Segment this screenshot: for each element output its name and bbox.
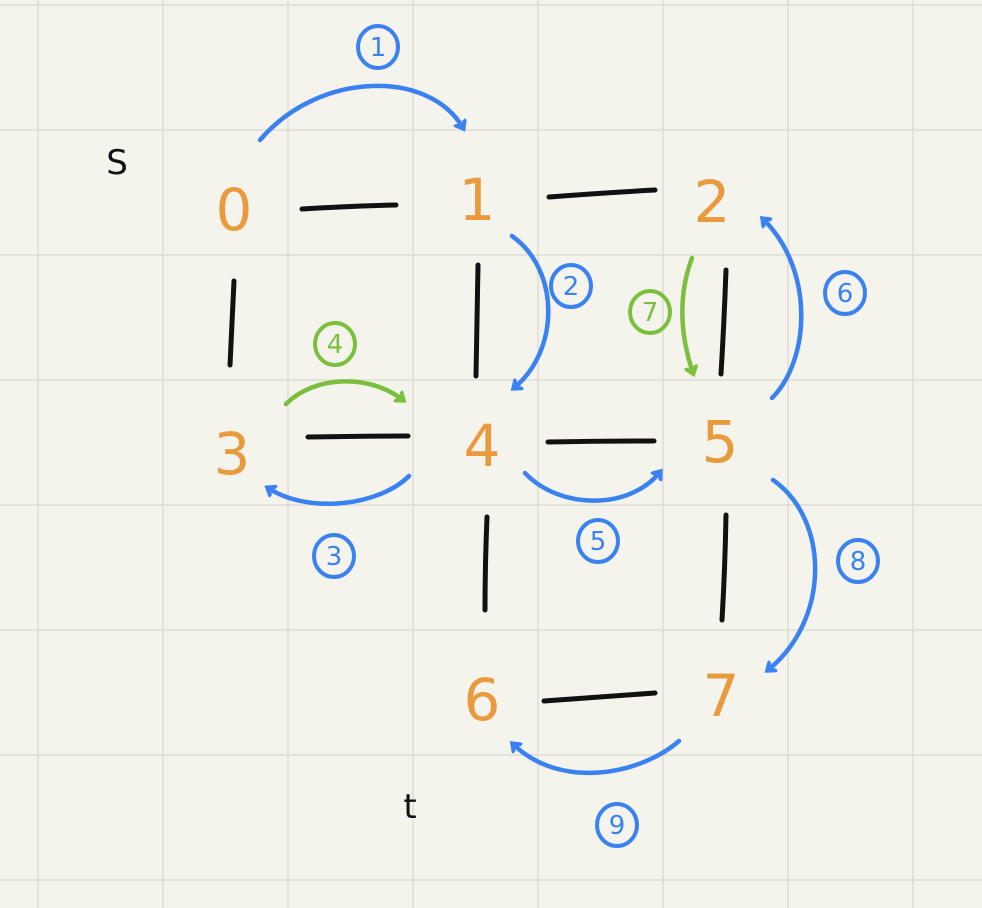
edge-4-6 bbox=[482, 514, 490, 613]
step-7-circle bbox=[628, 289, 672, 335]
step-8-circle bbox=[836, 538, 880, 584]
step-7-badge: 7 bbox=[628, 289, 672, 335]
step-9-badge: 9 bbox=[595, 802, 639, 848]
step-6-circle bbox=[823, 270, 867, 316]
node-2-label: 2 bbox=[694, 168, 731, 236]
edge-0-1 bbox=[299, 202, 399, 212]
step-6-badge: 6 bbox=[823, 270, 867, 316]
step-1-badge: 1 bbox=[356, 24, 400, 70]
step-2-circle bbox=[549, 263, 593, 309]
step-4-arrow bbox=[283, 379, 403, 407]
edge-2-5 bbox=[718, 267, 729, 377]
step-1-arrow bbox=[257, 83, 463, 143]
step-2-badge: 2 bbox=[549, 263, 593, 309]
source-label: S bbox=[106, 143, 128, 183]
step-3-circle bbox=[312, 533, 356, 579]
edge-3-4 bbox=[305, 433, 411, 440]
node-6-label: 6 bbox=[464, 666, 501, 734]
node-0-label: 0 bbox=[216, 176, 253, 244]
step-2-number: 2 bbox=[563, 272, 580, 302]
edge-1-4 bbox=[473, 262, 481, 379]
target-label: t bbox=[403, 787, 416, 827]
node-7-label: 7 bbox=[703, 662, 740, 730]
step-4-badge: 4 bbox=[313, 321, 357, 367]
step-1-circle bbox=[356, 24, 400, 70]
node-3-label: 3 bbox=[214, 420, 251, 488]
step-1-number: 1 bbox=[370, 33, 387, 63]
step-4-number: 4 bbox=[327, 330, 344, 360]
graph-edges bbox=[227, 187, 729, 704]
edge-1-2 bbox=[546, 187, 658, 200]
step-2-arrow bbox=[509, 233, 551, 388]
step-8-number: 8 bbox=[850, 547, 867, 577]
step-3-number: 3 bbox=[326, 542, 343, 572]
step-8-badge: 8 bbox=[836, 538, 880, 584]
node-5-label: 5 bbox=[702, 408, 739, 476]
step-3-arrow bbox=[268, 473, 412, 507]
step-6-arrow bbox=[763, 219, 804, 401]
step-7-number: 7 bbox=[642, 298, 659, 328]
step-9-number: 9 bbox=[609, 811, 626, 841]
step-8-arrow bbox=[768, 477, 818, 670]
step-6-number: 6 bbox=[837, 279, 854, 309]
step-9-arrow bbox=[513, 738, 682, 776]
step-5-badge: 5 bbox=[576, 518, 620, 564]
step-5-arrow bbox=[522, 472, 660, 503]
step-3-badge: 3 bbox=[312, 533, 356, 579]
step-5-number: 5 bbox=[590, 527, 607, 557]
node-1-label: 1 bbox=[459, 166, 496, 234]
green-path-arrows bbox=[283, 255, 693, 407]
edge-5-7 bbox=[719, 512, 729, 623]
step-4-circle bbox=[313, 321, 357, 367]
blue-path-arrows bbox=[257, 83, 818, 776]
node-labels: 0 1 2 3 4 5 6 7 bbox=[214, 166, 740, 734]
step-5-circle bbox=[576, 518, 620, 564]
step-7-arrow bbox=[680, 255, 693, 373]
node-4-label: 4 bbox=[464, 412, 501, 480]
step-badges: 1 2 3 4 5 6 7 8 9 bbox=[312, 24, 880, 848]
edge-4-5 bbox=[545, 438, 657, 445]
step-9-circle bbox=[595, 802, 639, 848]
edge-6-7 bbox=[541, 690, 658, 704]
edge-0-3 bbox=[227, 278, 237, 368]
